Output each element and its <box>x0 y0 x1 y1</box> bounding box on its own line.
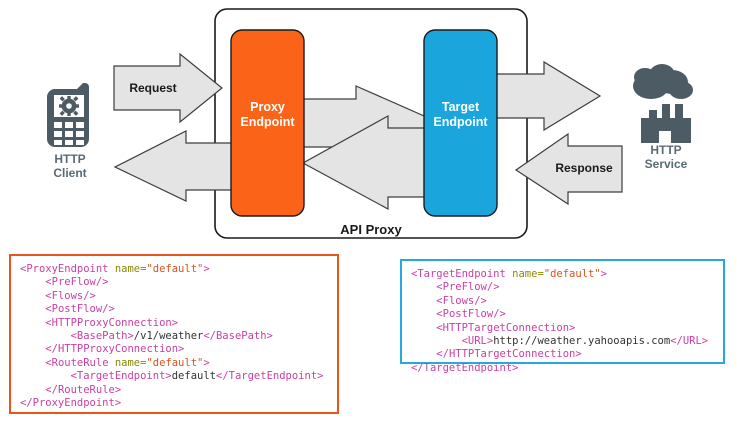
request-arrow <box>113 52 223 124</box>
code-line: <BasePath>/v1/weather</BasePath> <box>70 330 273 343</box>
request-arrow-label: Request <box>129 81 177 95</box>
code-line: <TargetEndpoint name="default"> <box>411 268 607 280</box>
code-line: <TargetEndpoint>default</TargetEndpoint> <box>70 370 324 383</box>
proxy-endpoint-label: Proxy Endpoint <box>240 100 295 129</box>
cloud-factory-icon <box>633 64 693 143</box>
code-line: <PreFlow/> <box>436 281 500 294</box>
code-line: <PostFlow/> <box>436 308 506 321</box>
code-line: </TargetEndpoint> <box>411 361 519 374</box>
code-line: </HTTPTargetConnection> <box>436 348 582 361</box>
code-line: </HTTPProxyConnection> <box>45 343 185 356</box>
code-line: <Flows/> <box>45 289 96 302</box>
service-to-target-arrow <box>514 132 623 206</box>
target-endpoint-label: Target Endpoint <box>433 100 488 129</box>
code-line: <PreFlow/> <box>45 276 109 289</box>
code-line: <Flows/> <box>436 294 487 307</box>
code-line: <HTTPProxyConnection> <box>45 316 179 329</box>
code-line: <HTTPTargetConnection> <box>436 321 576 334</box>
code-line: </RouteRule> <box>45 383 122 396</box>
code-line: <URL>http://weather.yahooapis.com</URL> <box>461 335 709 348</box>
api-proxy-diagram <box>47 8 693 239</box>
code-line: </ProxyEndpoint> <box>20 397 122 410</box>
target-endpoint-code-block[interactable]: <TargetEndpoint name="default"> <PreFlow… <box>400 259 725 374</box>
code-line: <ProxyEndpoint name="default"> <box>20 263 210 275</box>
http-client-label: HTTP Client <box>53 152 87 180</box>
target-to-service-arrow <box>489 60 602 132</box>
response-arrow-label: Response <box>555 161 613 175</box>
api-proxy-label: API Proxy <box>340 222 402 237</box>
proxy-endpoint-code-block[interactable]: <ProxyEndpoint name="default"> <PreFlow/… <box>9 254 339 414</box>
code-line: <RouteRule name="default"> <box>45 356 210 369</box>
proxy-endpoint-box[interactable] <box>230 29 305 217</box>
target-endpoint-box[interactable] <box>423 29 498 217</box>
http-service-label: HTTP Service <box>644 143 688 171</box>
code-line: <PostFlow/> <box>45 303 115 316</box>
mobile-phone-gear-icon <box>47 83 89 147</box>
